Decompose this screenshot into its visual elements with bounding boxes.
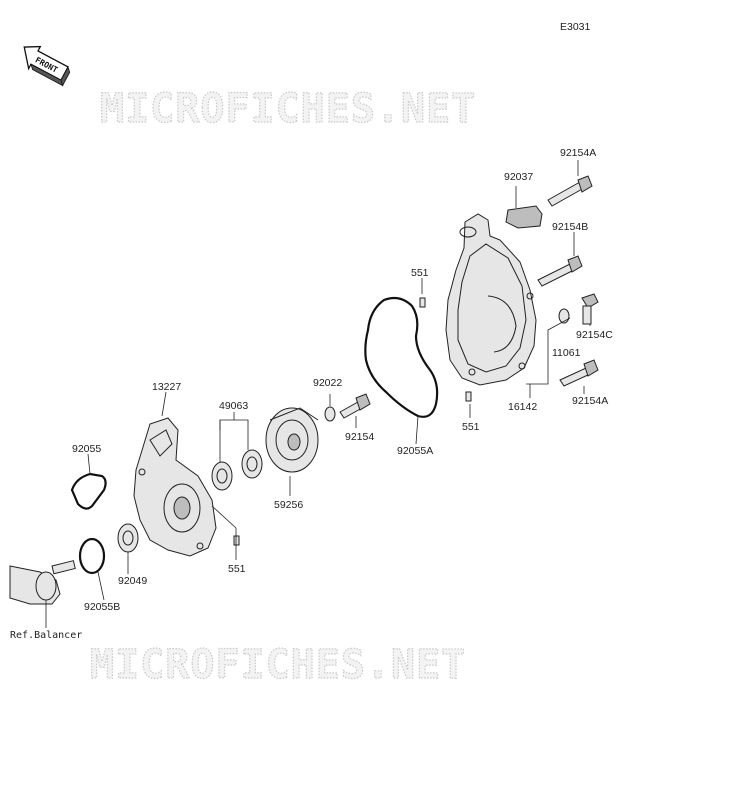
- washer-92022[interactable]: [324, 406, 336, 422]
- label-92154B: 92154B: [552, 221, 588, 233]
- watermark-bottom: MICROFICHES.NET: [90, 642, 466, 688]
- label-92154A-bottom: 92154A: [572, 395, 608, 407]
- label-92154A-top: 92154A: [560, 147, 596, 159]
- bolt-92154A-bottom[interactable]: [559, 359, 599, 387]
- label-92055B: 92055B: [84, 601, 120, 613]
- bolt-92154C[interactable]: [581, 293, 599, 325]
- balancer-shaft: [9, 560, 76, 605]
- pump-cover-part[interactable]: [445, 213, 537, 386]
- label-92154: 92154: [345, 431, 374, 443]
- bolt-92154[interactable]: [339, 393, 371, 419]
- bracket-92037[interactable]: [505, 205, 543, 229]
- gasket-92055A[interactable]: [364, 296, 439, 418]
- oring-92055[interactable]: [70, 472, 107, 510]
- label-92037: 92037: [504, 171, 533, 183]
- seal-92049[interactable]: [117, 523, 139, 553]
- label-92055: 92055: [72, 443, 101, 455]
- label-13227: 13227: [152, 381, 181, 393]
- label-92022: 92022: [313, 377, 342, 389]
- label-92154C: 92154C: [576, 329, 613, 341]
- dowel-pin-551-middle[interactable]: [233, 535, 240, 546]
- front-arrow-icon: FRONT: [23, 45, 71, 87]
- label-49063: 49063: [219, 400, 248, 412]
- diagram-code: E3031: [560, 21, 591, 33]
- bolt-92154B[interactable]: [537, 255, 583, 287]
- label-11061: 11061: [552, 347, 581, 359]
- oring-92055B[interactable]: [78, 537, 106, 575]
- label-551-upper: 551: [411, 267, 429, 279]
- label-92055A: 92055A: [397, 445, 433, 457]
- label-551-lower: 551: [462, 421, 480, 433]
- label-92049: 92049: [118, 575, 147, 587]
- seal-49063-a[interactable]: [211, 461, 233, 491]
- label-ref-balancer: Ref.Balancer: [10, 630, 82, 641]
- label-59256: 59256: [274, 499, 303, 511]
- pump-housing-13227[interactable]: [133, 417, 217, 557]
- dowel-pin-551-lower[interactable]: [465, 391, 472, 402]
- leader-lines: [45, 160, 591, 628]
- dowel-pin-551-upper[interactable]: [419, 297, 426, 308]
- bolt-92154A-top[interactable]: [547, 175, 593, 207]
- watermark-top: MICROFICHES.NET: [100, 86, 476, 132]
- label-16142: 16142: [508, 401, 537, 413]
- seal-49063-b[interactable]: [241, 449, 263, 479]
- label-551-middle: 551: [228, 563, 246, 575]
- impeller-59256[interactable]: [265, 407, 319, 473]
